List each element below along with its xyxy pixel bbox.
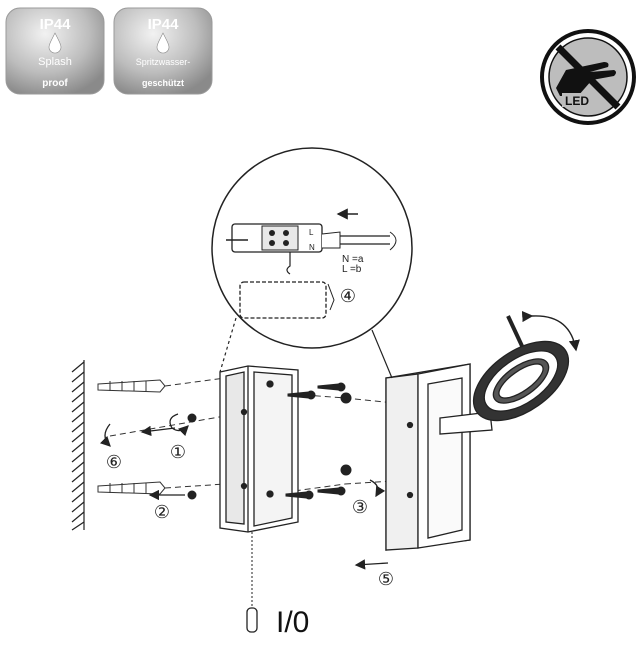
- wall-plug-bottom: [97, 481, 166, 495]
- water-drop-icon: [48, 32, 62, 54]
- screws: [187, 382, 352, 500]
- step-1: ①: [170, 442, 186, 462]
- legend-n: N =a: [342, 254, 364, 265]
- water-drop-icon: [156, 32, 170, 54]
- step-5: ⑤: [378, 569, 394, 589]
- step-4: ④: [340, 286, 356, 306]
- lamp-head: [439, 315, 570, 435]
- step-2: ②: [154, 502, 170, 522]
- badge-line1: Splash: [38, 56, 72, 68]
- wall-plug-top: [97, 379, 166, 393]
- ip44-splash-badge: IP44 Splash proof: [5, 7, 105, 95]
- wall: [71, 360, 85, 531]
- movement-arrows: [99, 413, 389, 570]
- led-label: LED: [565, 94, 589, 108]
- no-touch-led-icon: LED: [540, 29, 636, 125]
- mounting-box: [219, 365, 299, 533]
- terminal-n: N: [309, 243, 315, 252]
- switch-label: I/0: [276, 606, 309, 639]
- legend-l: L =b: [342, 264, 362, 275]
- step-3: ③: [352, 497, 368, 517]
- badge-rating: IP44: [148, 16, 180, 33]
- badge-rating: IP44: [40, 16, 72, 33]
- badge-line1: Spritzwasser-: [136, 57, 191, 67]
- terminal-l: L: [309, 228, 314, 237]
- ip44-spritzwasser-badge: IP44 Spritzwasser- geschützt: [113, 7, 213, 95]
- badge-line2: geschützt: [142, 78, 184, 88]
- lamp-body: [385, 363, 471, 551]
- pull-switch: [246, 532, 258, 633]
- step-6: ⑥: [106, 452, 122, 472]
- badge-line2: proof: [42, 78, 68, 89]
- rotate-head-arrow: [521, 310, 580, 352]
- wiring-detail-callout: N L N =a L =b: [211, 147, 413, 379]
